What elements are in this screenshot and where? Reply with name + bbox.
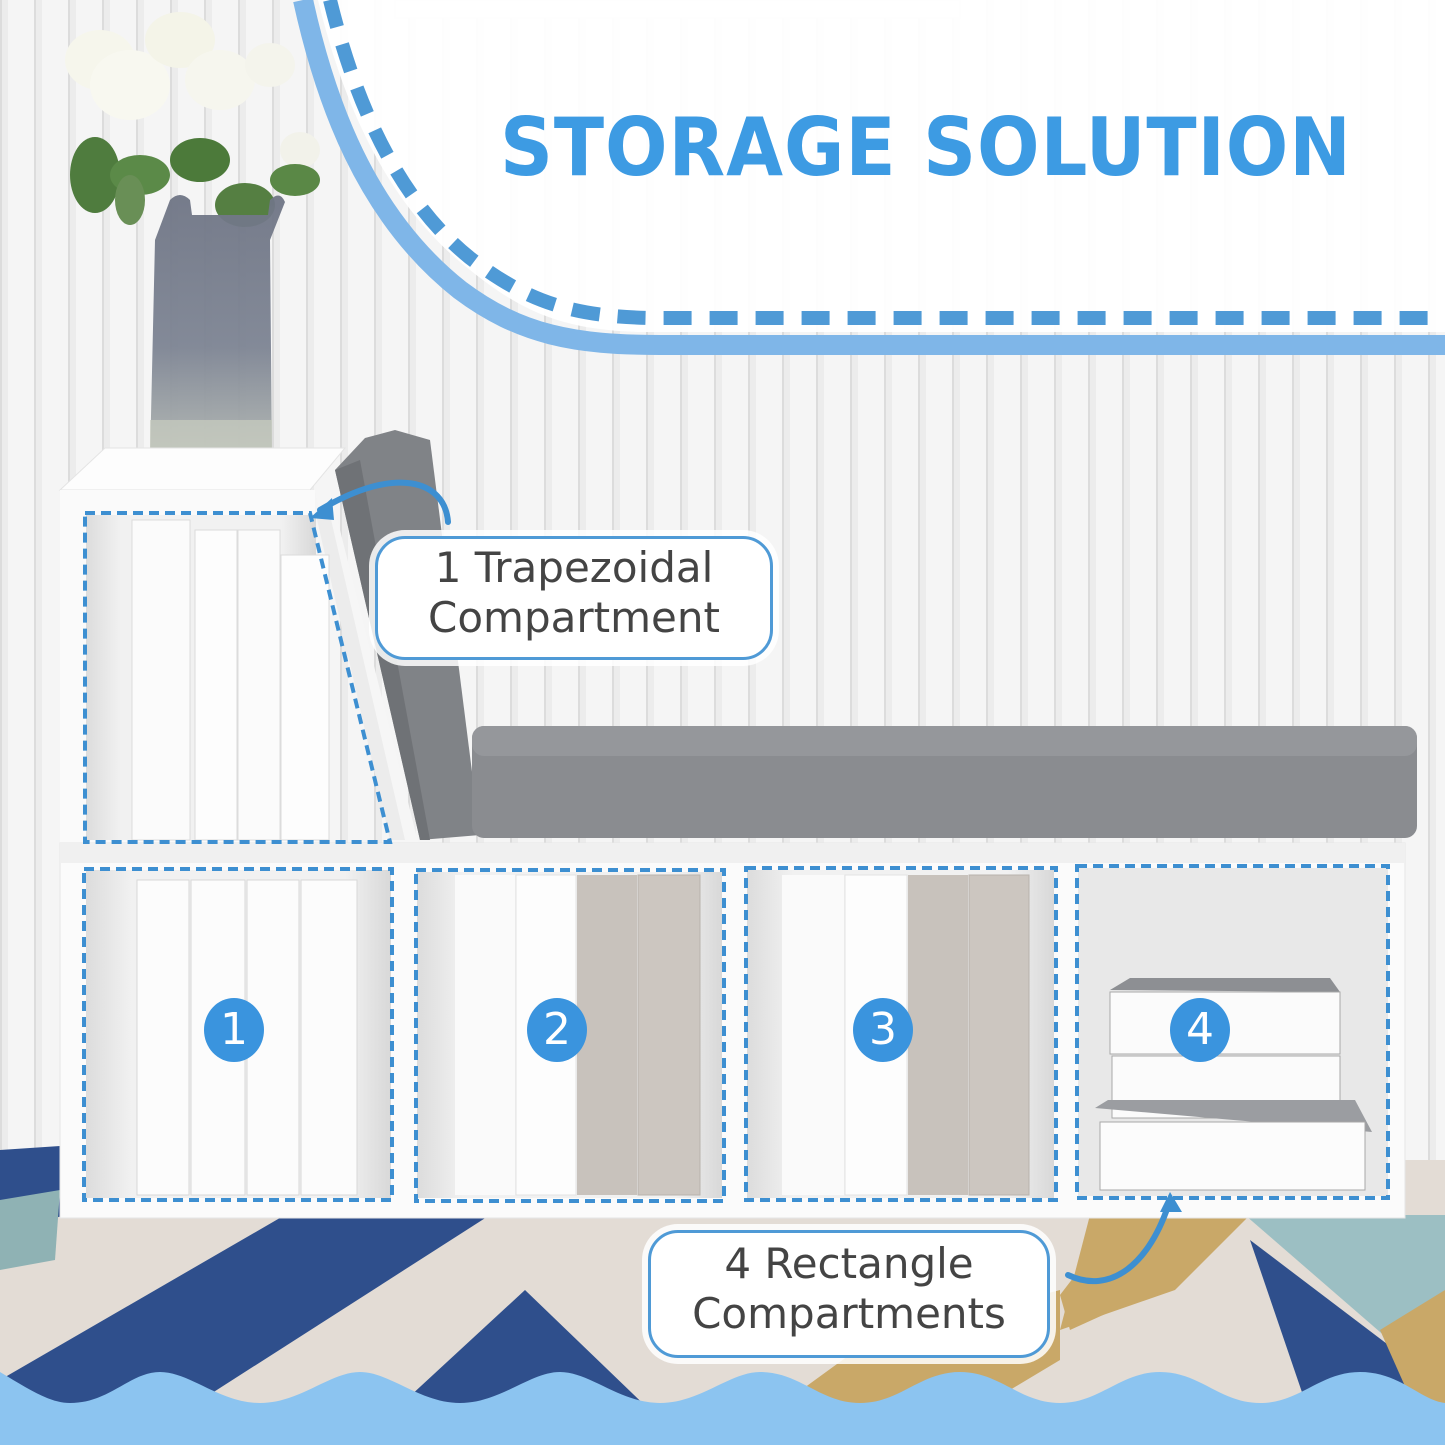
callout-line-1: 1 Trapezoidal bbox=[434, 543, 714, 592]
compartment-badge-4: 4 bbox=[1170, 998, 1230, 1062]
compartment-badge-1: 1 bbox=[204, 998, 264, 1062]
headline-title: STORAGE SOLUTION bbox=[500, 101, 1352, 194]
flower-vase bbox=[65, 12, 320, 472]
callout-line-2: Compartments bbox=[692, 1289, 1006, 1338]
callout-line-1: 4 Rectangle bbox=[724, 1239, 974, 1288]
compartment-badge-3: 3 bbox=[853, 998, 913, 1062]
callout-line-2: Compartment bbox=[428, 593, 720, 642]
callout-rectangle-compartments: 4 Rectangle Compartments bbox=[648, 1230, 1050, 1358]
compartment-badge-2: 2 bbox=[527, 998, 587, 1062]
callout-trapezoidal-compartment: 1 Trapezoidal Compartment bbox=[375, 536, 773, 660]
